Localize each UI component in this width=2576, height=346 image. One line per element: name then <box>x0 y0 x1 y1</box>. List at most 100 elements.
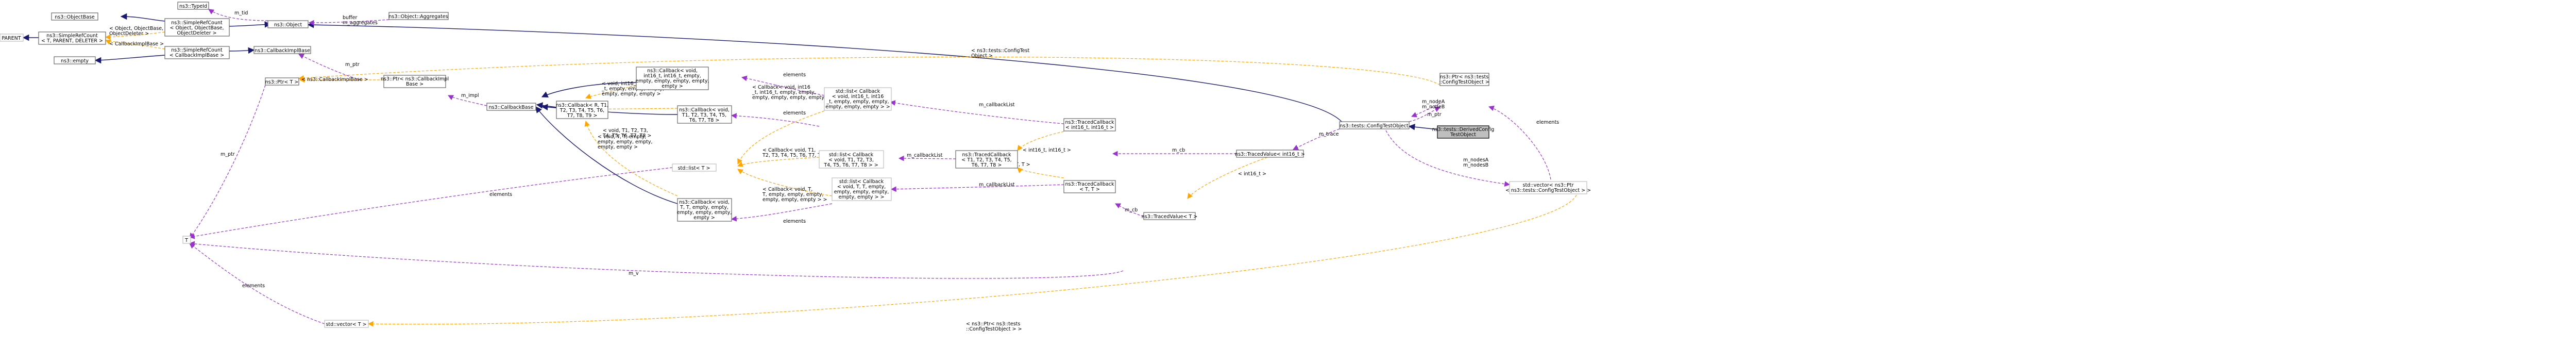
label-line: ObjectDeleter > <box>109 31 149 37</box>
edge-m-ptr-config <box>1411 103 1440 118</box>
edge-label: < Object, ObjectBase,ObjectDeleter > <box>109 26 163 37</box>
label-line: empty, empty, empty, <box>677 210 732 216</box>
edge-tpl-srcount-cbi <box>105 39 165 50</box>
edge-label: < int16_t, int16_t > <box>1023 147 1071 153</box>
node-list-cb-t[interactable]: std::list< Callback< void, T, T, empty,e… <box>832 177 892 201</box>
label-line: std::list< T > <box>678 166 710 171</box>
edge-tpl-cb-int16 <box>737 110 825 164</box>
label-line: empty, empty, empty, <box>598 139 653 145</box>
edge-label: m_tid <box>234 10 248 16</box>
label-line: < T, T > <box>1010 162 1030 168</box>
label-line: ns3::Ptr< T > <box>265 79 299 85</box>
label-line: ns3::Ptr< ns3::tests <box>1440 74 1488 80</box>
node-parent[interactable]: PARENT <box>0 34 24 42</box>
label-line: ns3::ObjectBase <box>55 14 95 20</box>
node-object-aggregates[interactable]: ns3::Object::Aggregates <box>388 12 449 20</box>
svg-text:ns3::SimpleRefCount< Object, O: ns3::SimpleRefCount< Object, ObjectBase,… <box>170 20 224 36</box>
label-line: std::vector< ns3::Ptr <box>1523 183 1574 188</box>
label-line: m_callbackList <box>907 153 943 158</box>
label-line: m_callbackList <box>979 182 1015 188</box>
edge-m-callbacklist-t1 <box>898 155 956 161</box>
node-traced-value-t[interactable]: ns3::TracedValue< T > <box>1142 212 1198 220</box>
label-line: ns3::Object <box>274 22 302 28</box>
node-simple-ref-count-object[interactable]: ns3::SimpleRefCount< Object, ObjectBase,… <box>164 18 230 37</box>
edge-m-trace <box>1293 128 1340 150</box>
label-line: < void, T1, T2, T3, <box>828 157 874 163</box>
edge-elements-vector-t <box>189 243 325 324</box>
node-callback-void-t1[interactable]: ns3::Callback< void,T1, T2, T3, T4, T5,T… <box>677 105 732 124</box>
node-empty[interactable]: ns3::empty <box>54 56 96 64</box>
label-line: m_trace <box>1319 131 1339 137</box>
node-ptr-config[interactable]: ns3::Ptr< ns3::tests::ConfigTestObject > <box>1439 73 1489 86</box>
edges <box>22 9 1577 327</box>
node-traced-value-int16[interactable]: ns3::TracedValue< int16_t > <box>1235 150 1305 158</box>
node-ptr-t[interactable]: ns3::Ptr< T > <box>265 77 299 86</box>
node-traced-cb-t[interactable]: ns3::TracedCallback< T, T > <box>1063 180 1116 193</box>
node-object[interactable]: ns3::Object <box>267 20 309 28</box>
label-line: _t, empty, empty, empty, <box>826 99 889 105</box>
edge-tpl-cb-t <box>737 169 833 196</box>
node-vector-t[interactable]: std::vector< T > <box>324 320 369 328</box>
svg-text:std::list< T >: std::list< T > <box>678 166 710 171</box>
node-callback-r[interactable]: ns3::Callback< R, T1,T2, T3, T4, T5, T6,… <box>556 101 608 119</box>
node-simple-ref-count-t[interactable]: ns3::SimpleRefCount< T, PARENT, DELETER … <box>38 31 106 45</box>
node-callback-base[interactable]: ns3::CallbackBase <box>486 103 536 111</box>
label-line: empty > <box>693 215 715 221</box>
label-line: elements <box>242 283 265 289</box>
node-traced-cb-int16[interactable]: ns3::TracedCallback< int16_t, int16_t > <box>1063 118 1116 131</box>
label-line: T7, T8, T9 > <box>567 113 598 119</box>
node-list-t[interactable]: std::list< T > <box>672 163 717 172</box>
label-line: empty, empty > > <box>839 194 885 200</box>
svg-text:ns3::TracedValue< T >: ns3::TracedValue< T > <box>1142 214 1198 220</box>
svg-text:ns3::Ptr< ns3::tests::ConfigTe: ns3::Ptr< ns3::tests::ConfigTestObject > <box>1439 74 1489 85</box>
node-callback-int16[interactable]: ns3::Callback< void,int16_t, int16_t, em… <box>635 67 709 90</box>
node-object-base[interactable]: ns3::ObjectBase <box>51 12 98 21</box>
label-line: T, empty, empty, empty, <box>762 192 823 197</box>
node-traced-cb-t1[interactable]: ns3::TracedCallback< T1, T2, T3, T4, T5,… <box>955 150 1018 169</box>
svg-text:T: T <box>184 238 188 243</box>
label-line: < CallbackImplBase > <box>109 41 164 47</box>
label-line: < void, int16_t, int16 <box>832 94 884 100</box>
label-line: < T, PARENT, DELETER > <box>41 38 103 44</box>
node-t[interactable]: T <box>182 236 191 244</box>
node-simple-ref-count-cbi[interactable]: ns3::SimpleRefCount< CallbackImplBase > <box>164 46 230 59</box>
node-vector-ptr[interactable]: std::vector< ns3::Ptr< ns3::tests::Confi… <box>1505 181 1591 194</box>
node-callback-impl-base[interactable]: ns3::CallbackImplBase <box>253 46 311 54</box>
edge-inherit-objectbase <box>120 13 165 22</box>
label-line: < Object, ObjectBase, <box>170 25 224 31</box>
label-line: T2, T3, T4, T5, T6, T7, T8 > <box>762 153 829 158</box>
edge-tpl-ptr-config-top <box>298 56 1440 86</box>
label-line: < ns3::CallbackImplBase > <box>301 77 368 83</box>
edge-m-aggregates <box>308 19 389 26</box>
label-line: empty, empty, empty > <box>602 91 661 97</box>
label-line: < void, T, T, empty, <box>837 184 886 190</box>
svg-text:std::list< Callback< void, T,: std::list< Callback< void, T, T, empty,e… <box>834 179 889 200</box>
node-config-test-object[interactable]: ns3::tests::ConfigTestObject <box>1339 121 1410 129</box>
label-line: ns3::Callback< R, T1, <box>556 103 608 108</box>
label-line: < ns3::tests::ConfigTest <box>971 48 1029 54</box>
edge-inherit-derived <box>1408 123 1438 130</box>
label-line: empty, empty > <box>598 144 638 150</box>
label-line: m_ptr <box>221 152 235 157</box>
edge-label: m_ptr <box>221 152 235 157</box>
svg-text:ns3::Callback< R, T1,T2, T3, T: ns3::Callback< R, T1,T2, T3, T4, T5, T6,… <box>556 103 608 119</box>
node-callback-void-t[interactable]: ns3::Callback< void,T, T, empty, empty,e… <box>677 198 732 222</box>
edge-label: elements <box>1536 120 1559 125</box>
label-line: empty, empty, empty, empty, <box>635 78 709 84</box>
edge-label: m_trace <box>1319 131 1339 137</box>
node-typeid[interactable]: ns3::TypeId <box>177 2 209 10</box>
edge-m-tid <box>208 9 268 21</box>
edge-inherit-srcount-object <box>229 21 272 28</box>
edge-tpl-void-int16 <box>585 85 637 99</box>
node-list-cb-int16[interactable]: std::list< Callback< void, int16_t, int1… <box>824 87 892 111</box>
node-list-cb-t1[interactable]: std::list< Callback< void, T1, T2, T3,T4… <box>819 150 884 169</box>
edge-elements-int16 <box>741 75 825 96</box>
edge-tpl-srcount-object <box>105 31 165 40</box>
label-line: TestObject <box>1450 132 1476 138</box>
edge-m-v <box>189 241 1124 279</box>
edge-m-callbacklist-int16 <box>889 100 1064 124</box>
